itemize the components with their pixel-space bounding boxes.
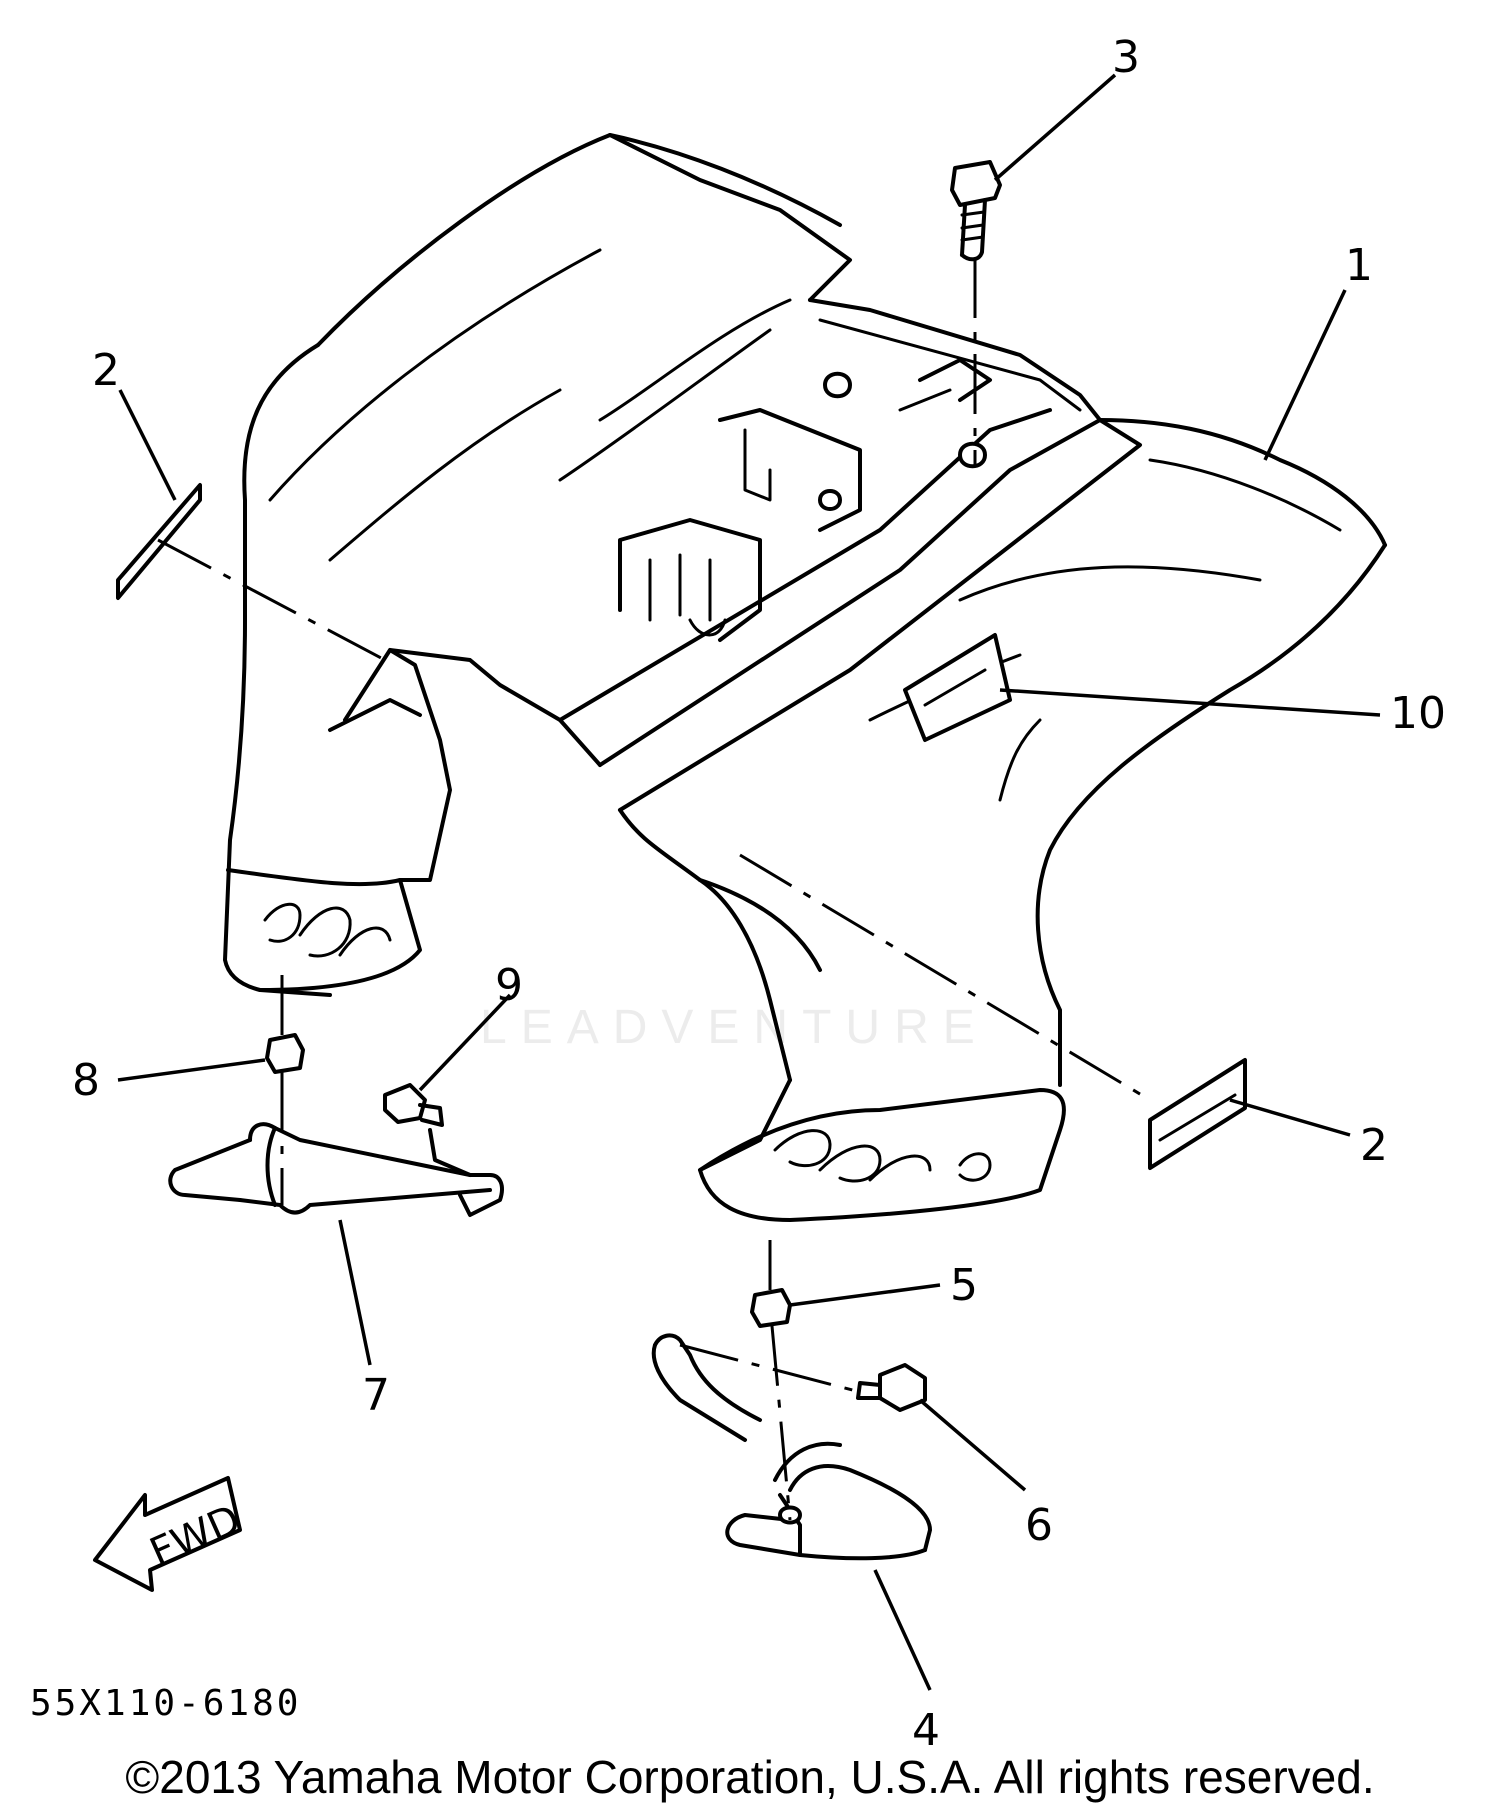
callout-4: 4: [912, 1705, 940, 1756]
decal-2-right: [1148, 1058, 1247, 1170]
callout-1: 1: [1345, 240, 1373, 291]
callout-10: 10: [1390, 688, 1446, 739]
watermark: LEADVENTURE: [480, 1001, 989, 1054]
callout-2-left: 2: [92, 345, 120, 396]
callout-8: 8: [72, 1055, 100, 1106]
bracket-4: [651, 1333, 932, 1561]
bolt-9: [383, 1083, 444, 1127]
assembly-centerlines: [157, 258, 1151, 1521]
callout-3: 3: [1112, 32, 1140, 83]
bolt-3: [950, 160, 1002, 262]
callout-9: 9: [495, 960, 523, 1011]
rear-fender-body: [223, 133, 1387, 1222]
bolt-6: [856, 1363, 927, 1412]
nut-8: [265, 1033, 305, 1074]
callout-6: 6: [1025, 1500, 1053, 1551]
diagram-code: 55X110-6180: [30, 1683, 302, 1724]
fwd-arrow: FWD: [93, 1476, 247, 1592]
leader-lines: [117, 73, 1381, 1691]
callout-2-right: 2: [1360, 1120, 1388, 1171]
bracket-7: [168, 1122, 504, 1217]
decal-10: [903, 633, 1012, 742]
copyright-notice: ©2013 Yamaha Motor Corporation, U.S.A. A…: [125, 1751, 1375, 1803]
nut-5: [750, 1288, 792, 1328]
callout-5: 5: [950, 1260, 978, 1311]
callout-7: 7: [362, 1370, 390, 1421]
